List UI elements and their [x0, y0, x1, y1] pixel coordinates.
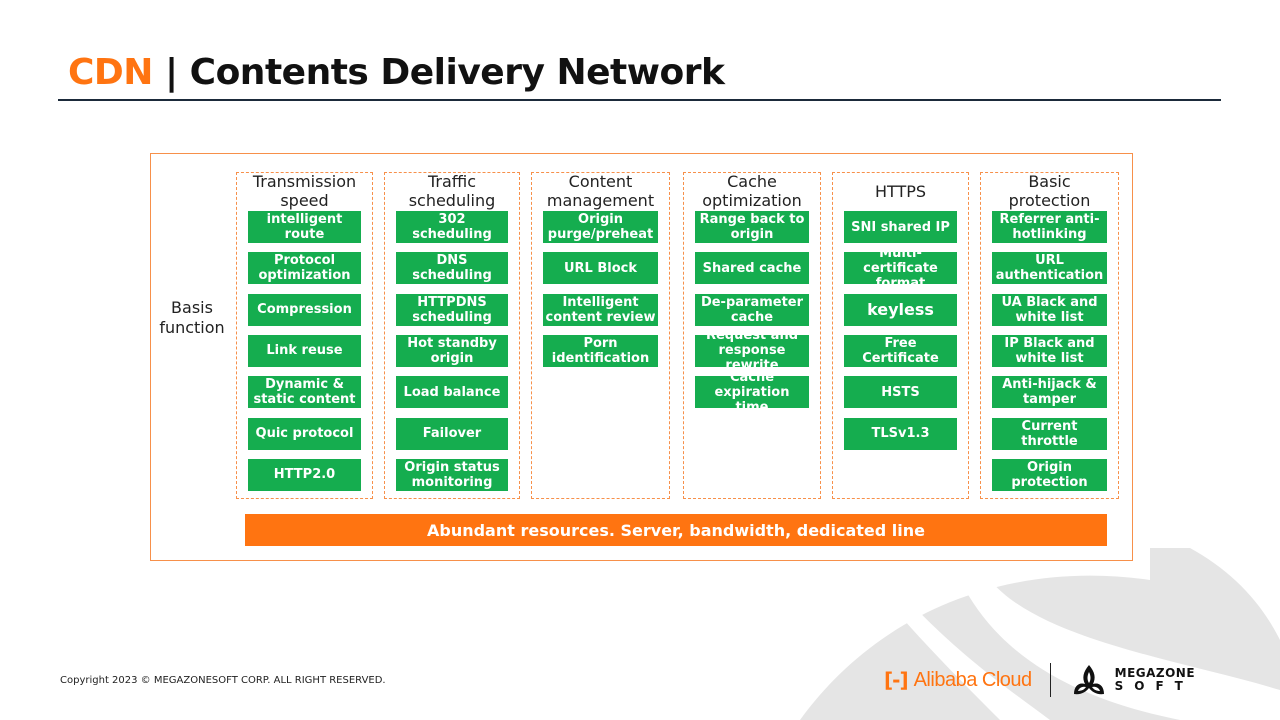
row-label-line: Basis	[171, 298, 213, 317]
feature-item: Compression	[248, 293, 361, 326]
feature-item: URL authentication	[992, 252, 1107, 285]
megazone-soft-logo-text: MEGAZONE SOFT	[1115, 667, 1195, 693]
column-title-line: scheduling	[408, 191, 496, 210]
megazone-trefoil-icon	[1073, 665, 1104, 695]
column-title-line: Basic	[1028, 172, 1071, 191]
feature-item: TLSv1.3	[844, 417, 957, 450]
alibaba-cloud-icon: [-]	[884, 668, 909, 692]
title-main: Contents Delivery Network	[189, 52, 725, 93]
column-title-line: speed	[280, 191, 329, 210]
feature-item: Referrer anti-hotlinking	[992, 211, 1107, 243]
megazone-line2: SOFT	[1114, 679, 1194, 693]
foundation-bar: Abundant resources. Server, bandwidth, d…	[245, 514, 1107, 546]
feature-item: DNS scheduling	[396, 252, 508, 285]
column-title-line: Traffic	[427, 172, 477, 191]
feature-item: 302 scheduling	[396, 211, 508, 243]
feature-item: URL Block	[543, 252, 658, 285]
alibaba-cloud-logo-text: Alibaba Cloud	[913, 668, 1033, 691]
feature-item: Anti-hijack & tamper	[992, 376, 1107, 409]
feature-item: Load balance	[396, 376, 508, 409]
feature-item: SNI shared IP	[844, 211, 957, 243]
title-underline	[58, 99, 1221, 101]
column-title: HTTPS	[833, 182, 968, 201]
feature-item: Porn identification	[543, 334, 658, 367]
feature-item: UA Black and white list	[992, 293, 1107, 326]
feature-item: intelligent route	[248, 211, 361, 243]
feature-item: Current throttle	[992, 417, 1107, 450]
feature-item: Hot standby origin	[396, 334, 508, 367]
column-title-line: management	[546, 191, 655, 210]
feature-item: Range back to origin	[695, 211, 809, 243]
title-separator: |	[152, 52, 190, 93]
copyright-text: Copyright 2023 © MEGAZONESOFT CORP. ALL …	[60, 675, 386, 686]
feature-item: Link reuse	[248, 334, 361, 367]
feature-item: Multi-certificate format	[844, 246, 957, 291]
feature-item: Failover	[396, 417, 508, 450]
megazone-line1: MEGAZONE	[1114, 666, 1196, 680]
column-title-line: Content	[568, 172, 633, 191]
feature-item: Protocol optimization	[248, 252, 361, 285]
column-title-line: optimization	[702, 191, 802, 210]
page-title: CDN | Contents Delivery Network	[68, 52, 725, 93]
feature-item: Intelligent content review	[543, 293, 658, 326]
feature-item: Shared cache	[695, 252, 809, 285]
partner-logos: [-] Alibaba Cloud MEGAZONE SOFT	[884, 660, 1195, 700]
logo-divider	[1049, 663, 1051, 697]
feature-item: HTTP2.0	[248, 458, 361, 491]
feature-item: Dynamic & static content	[248, 376, 361, 409]
feature-item: Cache expiration time	[695, 370, 809, 415]
feature-item: HTTPDNS scheduling	[396, 293, 508, 326]
feature-item: Origin status monitoring	[396, 458, 508, 491]
feature-item: keyless	[844, 293, 957, 326]
feature-item: Free Certificate	[844, 334, 957, 367]
column-title-line: Cache	[727, 172, 777, 191]
feature-item: IP Black and white list	[992, 334, 1107, 367]
column-title-line: HTTPS	[874, 182, 927, 201]
feature-item: Origin purge/preheat	[543, 211, 658, 243]
row-label-basis-function: Basis function	[152, 298, 232, 338]
column-title-line: protection	[1008, 191, 1091, 210]
column-title-line: Transmission	[252, 172, 357, 191]
feature-item: Quic protocol	[248, 417, 361, 450]
row-label-line: function	[159, 318, 225, 337]
feature-item: Origin protection	[992, 458, 1107, 491]
feature-item: HSTS	[844, 376, 957, 409]
feature-item: De-parameter cache	[695, 293, 809, 326]
feature-item: Request and response rewrite	[695, 328, 809, 373]
title-accent: CDN	[68, 52, 153, 93]
